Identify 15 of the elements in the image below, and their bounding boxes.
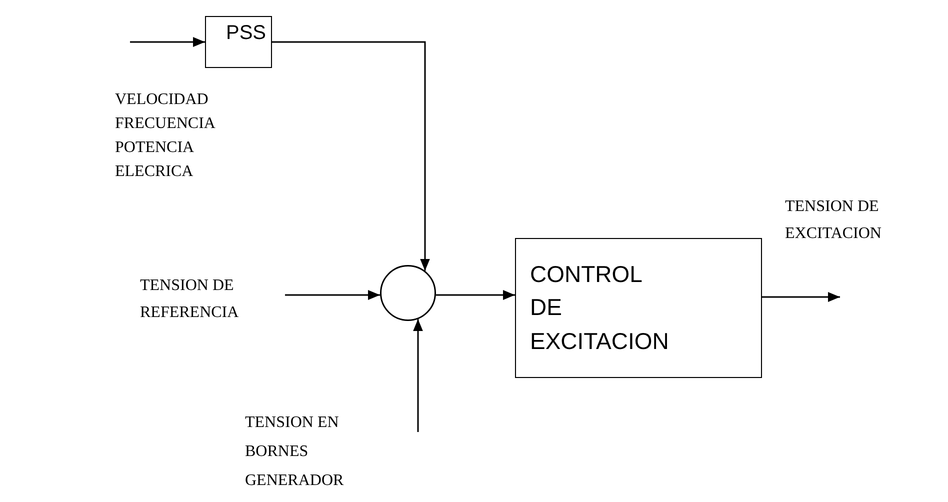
arrow bbox=[285, 290, 380, 300]
signal-label: VELOCIDAD FRECUENCIA POTENCIA ELECRICA bbox=[115, 90, 216, 182]
block-box bbox=[205, 16, 272, 68]
arrow bbox=[130, 37, 205, 47]
arrow bbox=[272, 41, 430, 271]
arrow bbox=[762, 292, 840, 302]
signal-label: TENSION DE EXCITACION bbox=[785, 197, 882, 244]
signal-label: TENSION EN BORNES GENERADOR bbox=[245, 413, 345, 491]
block-box bbox=[515, 238, 762, 378]
summing-junction bbox=[380, 265, 436, 321]
arrow bbox=[436, 290, 515, 300]
signal-label: TENSION DE REFERENCIA bbox=[140, 276, 240, 323]
block-label: CONTROL DE EXCITACION bbox=[529, 260, 670, 356]
block-label: PSS bbox=[225, 21, 266, 45]
arrow bbox=[413, 319, 423, 432]
